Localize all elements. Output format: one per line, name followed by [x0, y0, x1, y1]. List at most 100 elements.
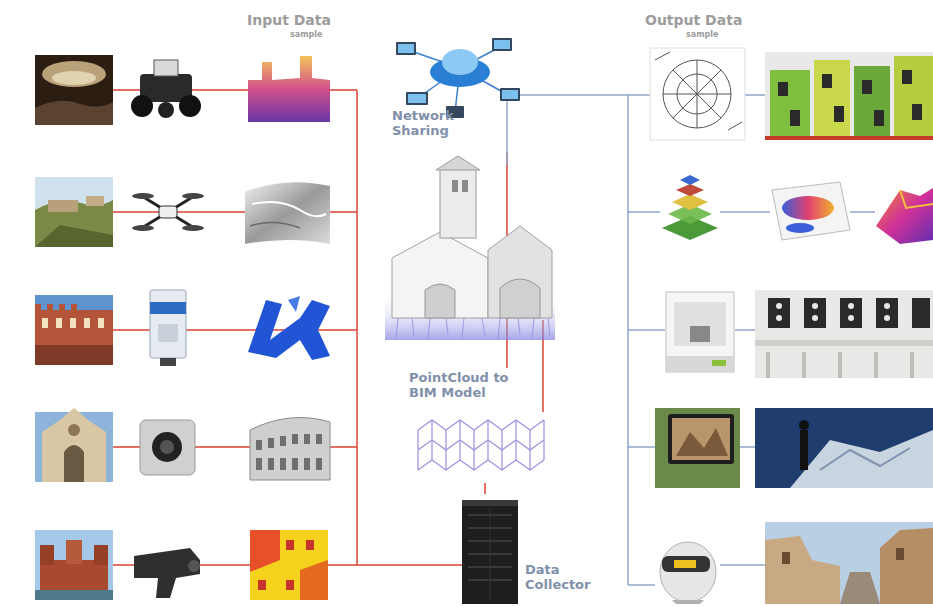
camera-box	[152, 432, 182, 462]
palazzo-photo	[56, 318, 62, 328]
data-collector-server	[490, 508, 491, 600]
output-wires	[628, 329, 665, 331]
network-icon	[500, 88, 520, 101]
output-wires	[735, 329, 755, 331]
colosseum-sample	[256, 458, 262, 470]
bim-grid	[418, 440, 544, 450]
landscape-photo	[48, 200, 78, 212]
network-icon	[492, 38, 512, 51]
network-icon	[396, 38, 520, 118]
column-heading: Output Data	[645, 12, 742, 28]
printed-facade	[755, 340, 933, 346]
drone	[159, 206, 177, 218]
icon-node: Data Collector	[455, 494, 611, 604]
terrain-sample	[245, 182, 330, 244]
tablet-view	[672, 418, 730, 460]
3d-printer	[666, 292, 734, 372]
cathedral-photo	[42, 408, 106, 482]
thermal-camera	[188, 560, 200, 572]
tablet-view	[655, 408, 740, 488]
surface-model	[876, 188, 933, 244]
printed-facade	[910, 352, 914, 378]
printed-facade	[874, 352, 878, 378]
facade-scan-sample	[248, 56, 330, 122]
church-model	[462, 318, 464, 338]
church-model	[440, 168, 476, 238]
colosseum-sample	[292, 434, 298, 444]
colosseum-sample	[250, 418, 330, 481]
palazzo-photo	[35, 304, 77, 310]
thermal-sample	[286, 580, 294, 590]
surface-model	[900, 190, 933, 208]
layered-model	[662, 175, 718, 240]
icon-node: PointCloud to BIM Model	[405, 368, 555, 483]
network-icon	[398, 40, 518, 103]
camera-box	[140, 420, 195, 475]
output-wires	[745, 94, 765, 96]
printed-facade	[876, 298, 898, 328]
rover-scanner	[131, 95, 153, 117]
drone	[145, 198, 191, 226]
printed-facade	[776, 315, 782, 321]
3d-printer	[690, 326, 710, 342]
tablet-view	[668, 414, 734, 464]
icon-node: Network Sharing	[388, 30, 520, 152]
laser-scanner	[150, 290, 186, 358]
building-section	[770, 70, 810, 138]
3d-printer	[666, 292, 734, 372]
3d-printer	[712, 360, 726, 366]
church-model	[396, 318, 398, 338]
cathedral-photo	[35, 408, 113, 482]
floor-plan	[650, 48, 745, 140]
building-section	[765, 136, 933, 140]
bim-grid	[418, 460, 544, 470]
3d-printer	[674, 302, 726, 346]
printed-facade	[755, 290, 933, 378]
vr-scene	[799, 420, 809, 430]
facade-scan-sample	[248, 56, 330, 122]
palazzo-photo	[35, 295, 113, 365]
floor-plan	[663, 60, 731, 128]
castle-photo	[35, 590, 113, 600]
colosseum-sample	[280, 458, 286, 470]
landscape-photo	[35, 177, 113, 247]
rover-scanner	[131, 60, 201, 118]
printed-facade	[766, 352, 770, 378]
church-model	[452, 180, 458, 192]
colosseum-sample	[256, 434, 322, 470]
street-view	[765, 522, 933, 604]
cave-photo	[35, 55, 113, 125]
output-wires	[628, 211, 660, 213]
building-section	[894, 56, 933, 138]
church-model	[446, 318, 448, 334]
vr-headset-head	[672, 600, 704, 604]
church-model	[462, 180, 468, 192]
printed-facade	[884, 303, 890, 309]
connector-line	[484, 483, 486, 494]
thermal-sample	[250, 530, 328, 600]
surface-model	[876, 188, 933, 244]
church-model	[482, 318, 485, 336]
network-icon	[406, 92, 428, 105]
colosseum-sample	[268, 438, 274, 448]
terrain-sample	[252, 202, 326, 216]
vr-scene	[820, 448, 910, 470]
drone	[132, 193, 204, 231]
node-label: PointCloud to BIM Model	[409, 370, 511, 400]
camera-box	[160, 440, 174, 454]
tablet-view	[655, 408, 740, 488]
castle-photo	[94, 545, 108, 565]
cave-photo	[52, 71, 96, 85]
column-subheading: sample	[290, 30, 322, 39]
bim-grid	[418, 420, 544, 430]
church-model	[548, 318, 550, 336]
printed-facade	[802, 352, 806, 378]
church-model	[385, 156, 555, 340]
output-wires	[720, 564, 765, 566]
colosseum-sample	[268, 458, 274, 470]
church-model	[500, 279, 540, 318]
cave-photo	[35, 55, 113, 125]
